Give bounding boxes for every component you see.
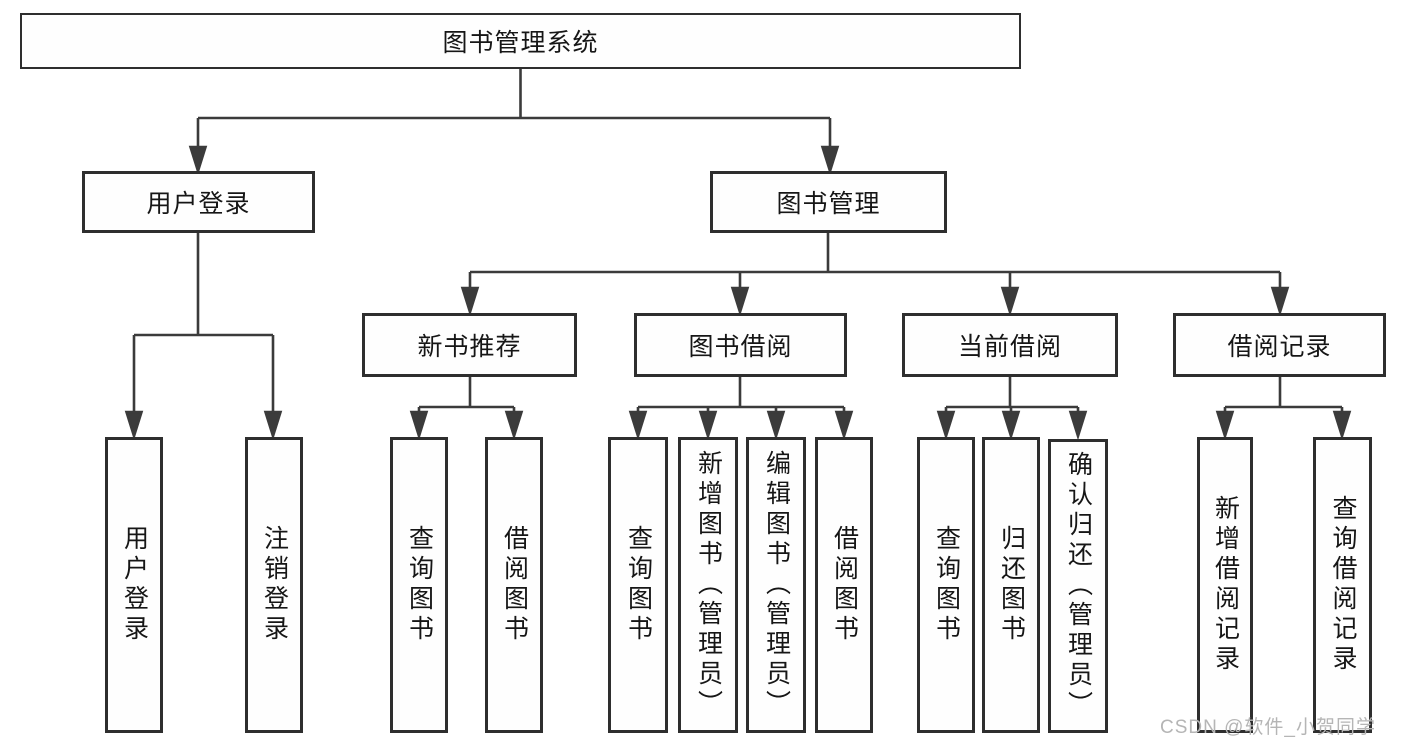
connector-current-borrow-children	[936, 377, 1088, 441]
node-label: 新增图书（管理员）	[694, 450, 723, 720]
node-label: 用户登录	[120, 525, 149, 645]
leaf-return-books: 归还图书	[982, 437, 1040, 733]
node-label: 注销登录	[260, 525, 289, 645]
leaf-query-books-recommend: 查询图书	[390, 437, 448, 733]
node-label: 归还图书	[997, 525, 1026, 645]
node-label: 新书推荐	[417, 333, 522, 361]
node-book-borrowing: 图书借阅	[634, 313, 847, 377]
node-label: 借阅图书	[500, 525, 529, 645]
node-label: 图书管理系统	[442, 29, 599, 57]
leaf-logout: 注销登录	[245, 437, 303, 733]
node-current-borrowing: 当前借阅	[902, 313, 1118, 377]
node-label: 确认归还（管理员）	[1064, 451, 1093, 721]
node-label: 编辑图书（管理员）	[762, 450, 791, 720]
leaf-add-books-admin: 新增图书（管理员）	[678, 437, 738, 733]
node-label: 查询图书	[405, 525, 434, 645]
node-label: 图书管理	[776, 190, 881, 218]
connector-book-borrow-children	[628, 377, 854, 441]
leaf-borrow-books-recommend: 借阅图书	[485, 437, 543, 733]
node-label: 当前借阅	[957, 333, 1062, 361]
connector-user-login-children	[124, 233, 283, 441]
leaf-query-books-current: 查询图书	[917, 437, 975, 733]
node-label: 借阅记录	[1227, 333, 1332, 361]
leaf-confirm-return-admin: 确认归还（管理员）	[1048, 439, 1108, 733]
node-label: 用户登录	[146, 190, 251, 218]
node-label: 查询图书	[624, 525, 653, 645]
node-label: 借阅图书	[830, 525, 859, 645]
leaf-query-books-borrowing: 查询图书	[608, 437, 668, 733]
node-user-login: 用户登录	[82, 171, 315, 233]
node-label: 查询借阅记录	[1329, 495, 1357, 675]
node-library-management-system: 图书管理系统	[20, 13, 1021, 69]
leaf-edit-books-admin: 编辑图书（管理员）	[746, 437, 806, 733]
leaf-borrow-books: 借阅图书	[815, 437, 873, 733]
connector-root-to-level2	[188, 69, 840, 176]
leaf-add-borrow-record: 新增借阅记录	[1197, 437, 1253, 733]
node-label: 查询图书	[932, 525, 961, 645]
node-label: 图书借阅	[688, 333, 793, 361]
connector-new-book-children	[409, 377, 524, 441]
node-new-book-recommend: 新书推荐	[362, 313, 577, 377]
leaf-query-borrow-record: 查询借阅记录	[1313, 437, 1372, 733]
leaf-user-login: 用户登录	[105, 437, 163, 733]
connector-book-management-children	[460, 233, 1290, 317]
node-book-management: 图书管理	[710, 171, 947, 233]
connector-borrow-records-children	[1215, 377, 1352, 441]
node-label: 新增借阅记录	[1211, 495, 1240, 675]
csdn-watermark: CSDN @软件_小贺同学	[1160, 717, 1376, 738]
node-borrow-records: 借阅记录	[1173, 313, 1386, 377]
